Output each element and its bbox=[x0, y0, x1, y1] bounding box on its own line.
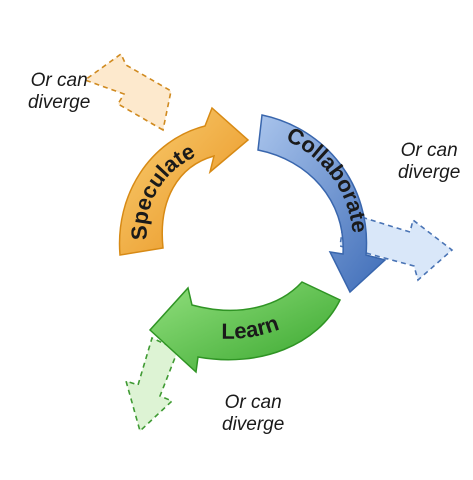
diverge-arrow-bottom-left bbox=[124, 336, 180, 433]
diverge-note-bottom: Or can diverge bbox=[222, 392, 284, 436]
diverge-note-top-left: Or can diverge bbox=[28, 70, 90, 114]
diverge-note-right: Or can diverge bbox=[398, 140, 460, 184]
collaborate-label-path: Collaborate bbox=[283, 122, 373, 234]
collaborate-arrow bbox=[257, 114, 387, 294]
diverge-note-right-line2: diverge bbox=[398, 162, 461, 183]
diverge-note-top-left-line2: diverge bbox=[28, 92, 91, 113]
speculate-arrow bbox=[118, 106, 250, 256]
collaborate-label: Collaborate bbox=[283, 122, 373, 234]
diverge-note-bottom-line2: diverge bbox=[222, 414, 285, 435]
diverge-note-right-line1: Or can bbox=[400, 140, 458, 161]
diverge-note-top-left-line1: Or can bbox=[30, 70, 88, 91]
learn-arrow bbox=[148, 281, 342, 374]
diverge-note-bottom-line1: Or can bbox=[224, 392, 282, 413]
diverge-arrow-top-left bbox=[83, 52, 172, 132]
